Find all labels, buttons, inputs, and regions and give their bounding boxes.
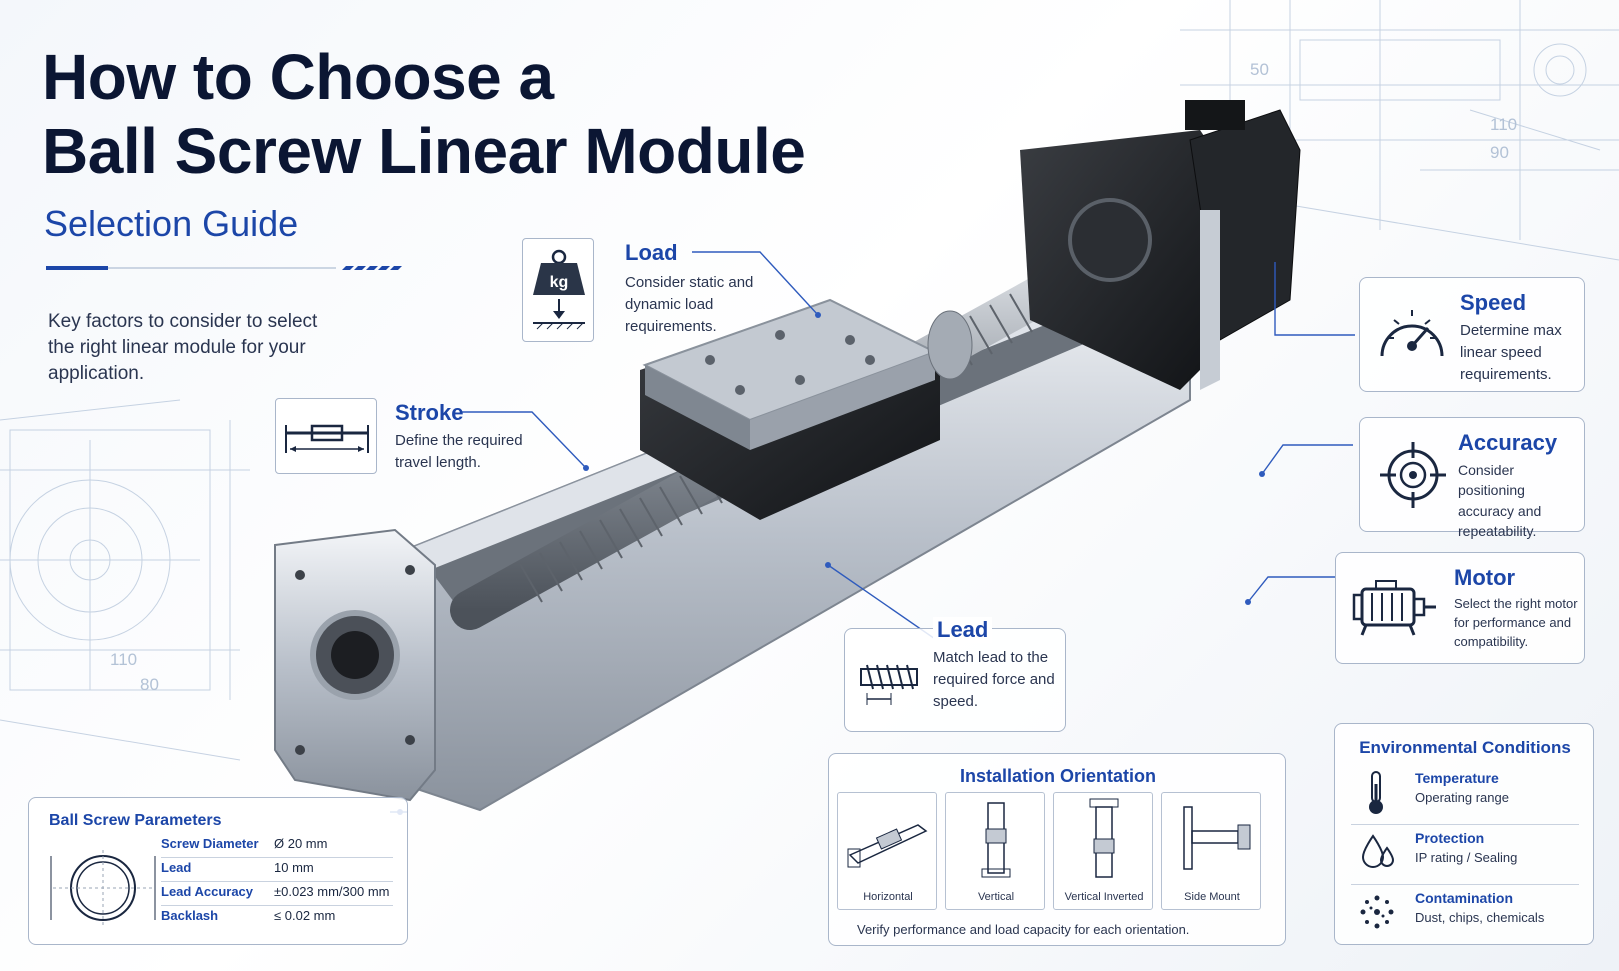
accuracy-desc: Consider positioning accuracy and repeat… [1458, 462, 1542, 539]
ball-screw-parameters-card: Ball Screw Parameters Screw Diameter Ø 2… [28, 797, 408, 945]
param-row: Lead Accuracy ±0.023 mm/300 mm [161, 882, 393, 906]
environment-label: Contamination [1415, 890, 1513, 906]
motor-connector [1185, 100, 1245, 130]
svg-text:kg: kg [550, 274, 569, 291]
environment-desc: Dust, chips, chemicals [1415, 910, 1545, 925]
screw-thread-icon [860, 664, 918, 705]
orientation-label: Horizontal [863, 891, 913, 903]
motor-card: Motor Select the right motor for perform… [1335, 552, 1585, 664]
blueprint-label: 90 [1490, 143, 1509, 162]
environment-label: Protection [1415, 830, 1485, 846]
orientation-label: Vertical Inverted [1064, 891, 1144, 903]
accuracy-card: Accuracy Consider positioning accuracy a… [1359, 417, 1585, 539]
thermometer-icon [1369, 771, 1383, 814]
param-label: Screw Diameter [161, 836, 259, 851]
param-row: Screw Diameter Ø 20 mm [161, 834, 393, 858]
environment-item-contamination: Contamination Dust, chips, chemicals [1351, 888, 1579, 944]
orientation-vertical-inverted: Vertical Inverted [1053, 792, 1153, 910]
lead-desc: Match lead to the required force and spe… [933, 649, 1055, 710]
motor-title: Motor [1454, 565, 1516, 590]
load-title: Load [625, 240, 678, 265]
environment-desc: IP rating / Sealing [1415, 850, 1518, 865]
orientation-title: Installation Orientation [959, 766, 1156, 786]
orientation-note: Verify performance and load capacity for… [857, 922, 1190, 937]
params-title: Ball Screw Parameters [49, 812, 222, 829]
orientation-side-mount: Side Mount [1161, 792, 1261, 910]
stroke-length-icon [285, 424, 369, 453]
kg-weight-icon: kg [533, 249, 585, 330]
param-row: Lead 10 mm [161, 858, 393, 882]
environment-item-protection: Protection IP rating / Sealing [1351, 828, 1579, 884]
particles-icon [1360, 895, 1394, 929]
params-table: Screw Diameter Ø 20 mm Lead 10 mm Lead A… [161, 834, 393, 934]
param-value: ±0.023 mm/300 mm [274, 884, 390, 899]
stroke-desc: Define the required travel length. [395, 432, 523, 471]
param-label: Lead [161, 860, 192, 875]
speed-desc: Determine max linear speed requirements. [1460, 322, 1562, 383]
blueprint-label: 80 [140, 675, 159, 694]
title-line-1: How to Choose a [42, 41, 554, 113]
orientation-horizontal: Horizontal [837, 792, 937, 910]
speedometer-icon [1380, 310, 1444, 357]
linear-module-illustration [274, 100, 1301, 812]
orientation-label: Side Mount [1184, 891, 1240, 903]
blueprint-label: 50 [1250, 60, 1269, 79]
divider [1351, 824, 1579, 825]
side-mount-icon [1183, 806, 1251, 870]
lead-callout: Lead Match lead to the required force an… [844, 617, 1066, 732]
water-drops-icon [1361, 834, 1395, 868]
param-label: Lead Accuracy [161, 884, 254, 899]
page-subtitle: Selection Guide [44, 203, 299, 244]
screw-cross-section-icon [50, 850, 156, 926]
environment-item-temperature: Temperature Operating range [1351, 768, 1579, 824]
horizontal-mount-icon [847, 824, 928, 868]
stroke-icon-box [275, 398, 377, 474]
motor-desc: Select the right motor for performance a… [1454, 596, 1578, 649]
load-icon-box: kg [522, 238, 594, 342]
stroke-title: Stroke [395, 400, 464, 425]
title-divider [46, 266, 402, 270]
speed-card: Speed Determine max linear speed require… [1359, 277, 1585, 392]
vertical-inverted-mount-icon [1089, 798, 1119, 878]
motor-icon [1352, 580, 1436, 636]
blueprint-label: 110 [1490, 115, 1517, 134]
param-value: Ø 20 mm [274, 836, 328, 851]
installation-orientation-card: Installation Orientation Horizontal Vert… [828, 753, 1286, 946]
load-desc: Consider static and dynamic load require… [625, 274, 754, 335]
load-callout: kg Load Consider static and dynamic load… [522, 238, 753, 346]
param-value: ≤ 0.02 mm [274, 908, 336, 923]
param-row: Backlash ≤ 0.02 mm [161, 906, 393, 930]
orientation-label: Vertical [977, 891, 1015, 903]
blueprint-label: 110 [110, 650, 137, 669]
intro-text: Key factors to consider to select the ri… [48, 311, 318, 385]
crosshair-target-icon [1380, 442, 1446, 508]
environment-desc: Operating range [1415, 790, 1509, 805]
title-line-2: Ball Screw Linear Module [42, 115, 806, 188]
page-title: How to Choose a Ball Screw Linear Module [42, 40, 942, 188]
environment-title: Environmental Conditions [1359, 738, 1571, 757]
param-value: 10 mm [274, 860, 314, 875]
orientation-vertical: Vertical [945, 792, 1045, 910]
environment-label: Temperature [1415, 770, 1499, 786]
vertical-mount-icon [981, 802, 1011, 878]
accuracy-title: Accuracy [1458, 430, 1558, 455]
param-label: Backlash [161, 908, 219, 923]
lead-title: Lead [933, 617, 993, 643]
divider [1351, 884, 1579, 885]
stroke-callout: Stroke Define the required travel length… [275, 398, 523, 478]
environmental-conditions-card: Environmental Conditions Temperature Ope… [1334, 723, 1594, 945]
speed-title: Speed [1460, 290, 1527, 315]
